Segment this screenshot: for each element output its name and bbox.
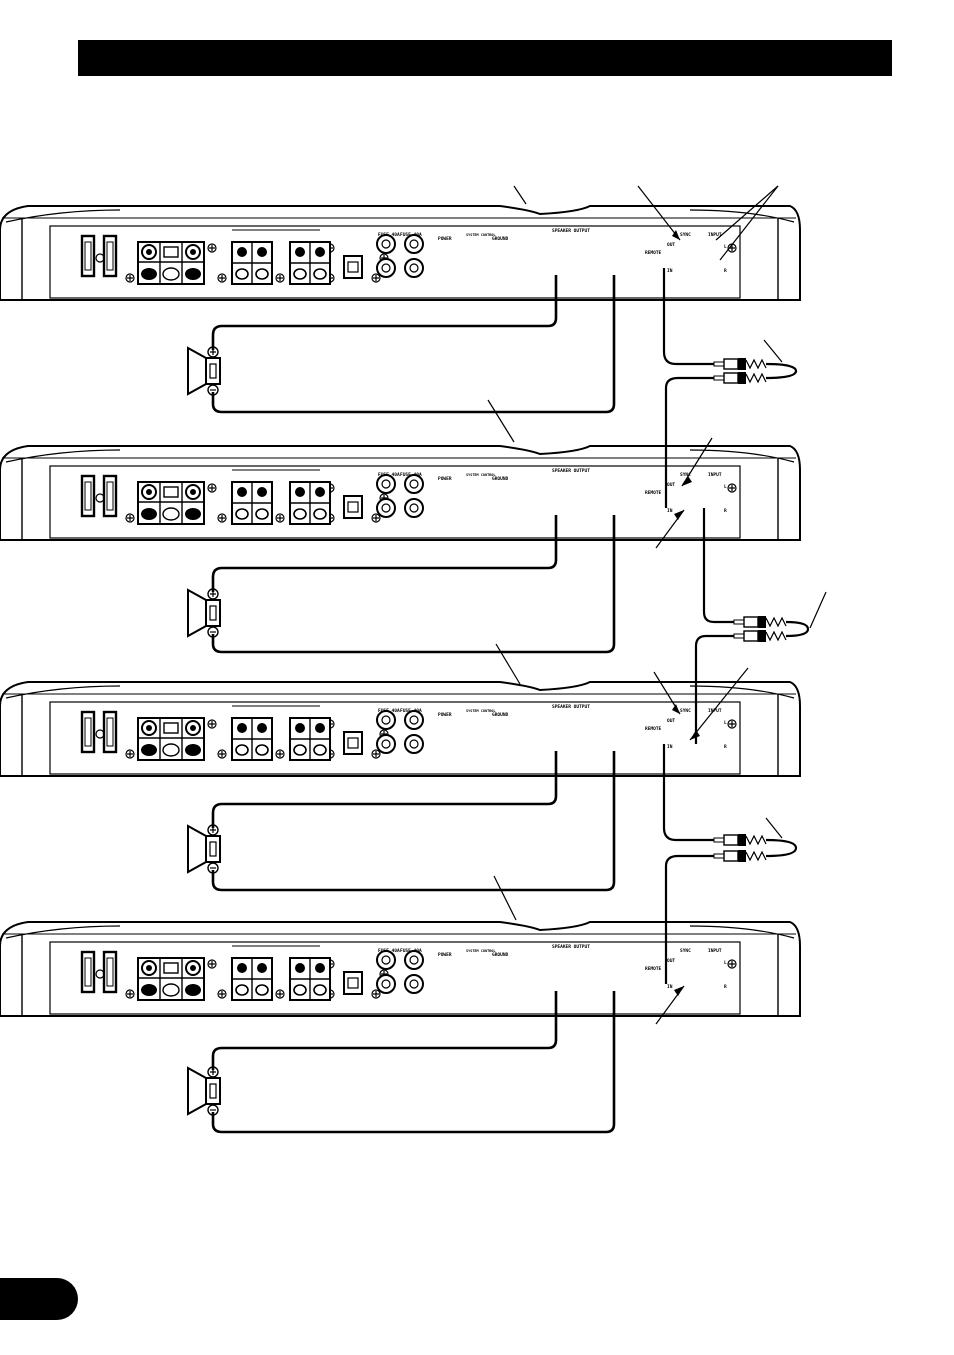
remote-label-amp2: REMOTE — [645, 490, 662, 496]
sync-label-amp4: SYNC — [680, 948, 691, 954]
sync-label-amp1: SYNC — [680, 232, 691, 238]
input-r-label-amp2: R — [724, 508, 727, 514]
sync-cable-1-loop — [765, 362, 798, 380]
input-cable-2a — [702, 508, 734, 624]
input-l-label-amp4: L — [724, 960, 727, 966]
speaker-wire-4-pos — [211, 991, 558, 1070]
input-l-label-amp2: L — [724, 484, 727, 490]
speaker-4 — [187, 1066, 221, 1116]
rca-plug-2a — [733, 615, 787, 629]
rca-plug-3a — [713, 833, 767, 847]
power-label-amp3: POWER — [438, 712, 452, 718]
sync-in-label-amp3: IN — [667, 744, 673, 750]
sync-in-label-amp2: IN — [667, 508, 673, 514]
speaker-wire-2-pos — [211, 515, 558, 592]
input-cable-2-loop — [785, 620, 810, 638]
fuse-label-amp1: FUSE 40A — [400, 232, 422, 238]
input-l-label-amp1: L — [724, 244, 727, 250]
speaker-2 — [187, 588, 221, 638]
callout-leaders — [487, 185, 827, 1025]
sync-cable-3a — [662, 744, 714, 842]
input-label-amp3: INPUT — [708, 708, 722, 714]
speaker-output-label-amp2: SPEAKER OUTPUT — [552, 468, 590, 474]
ground-label-amp2: GROUND — [492, 476, 509, 482]
power-label-amp4: POWER — [438, 952, 452, 958]
amplifier-1 — [0, 204, 802, 302]
rca-plug-2b — [733, 629, 787, 643]
sync-out-label-amp3: OUT — [667, 718, 675, 724]
input-label-amp2: INPUT — [708, 472, 722, 478]
sync-label-amp2: SYNC — [680, 472, 691, 478]
speaker-wire-3-neg — [211, 751, 616, 892]
rca-plug-1a — [713, 357, 767, 371]
remote-label-amp1: REMOTE — [645, 250, 662, 256]
sync-cable-1a — [662, 268, 714, 366]
fuse-label-amp4: FUSE 40A — [378, 948, 400, 954]
sync-out-label-amp2: OUT — [667, 482, 675, 488]
speaker-1 — [187, 346, 221, 396]
ground-label-amp1: GROUND — [492, 236, 509, 242]
speaker-wire-1-neg — [211, 275, 616, 414]
sync-label-amp3: SYNC — [680, 708, 691, 714]
ground-label-amp4: GROUND — [492, 952, 509, 958]
fuse-label-amp2: FUSE 40A — [400, 472, 422, 478]
system-control-label-amp1: SYSTEM CONTROL — [466, 233, 496, 237]
input-r-label-amp4: R — [724, 984, 727, 990]
speaker-output-label-amp1: SPEAKER OUTPUT — [552, 228, 590, 234]
section-header-bar — [78, 40, 892, 76]
speaker-wire-3-pos — [211, 751, 558, 828]
rca-plug-1b — [713, 371, 767, 385]
ground-label-amp3: GROUND — [492, 712, 509, 718]
speaker-3 — [187, 824, 221, 874]
input-l-label-amp3: L — [724, 720, 727, 726]
speaker-wire-1-pos — [211, 275, 558, 350]
rca-plug-3b — [713, 849, 767, 863]
input-r-label-amp3: R — [724, 744, 727, 750]
remote-label-amp4: REMOTE — [645, 966, 662, 972]
sync-cable-3b — [664, 854, 714, 984]
sync-in-label-amp4: IN — [667, 984, 673, 990]
speaker-output-label-amp3: SPEAKER OUTPUT — [552, 704, 590, 710]
page-number-tab — [0, 1278, 78, 1320]
input-label-amp1: INPUT — [708, 232, 722, 238]
sync-out-label-amp4: OUT — [667, 958, 675, 964]
system-control-label-amp2: SYSTEM CONTROL — [466, 473, 496, 477]
speaker-wire-4-neg — [211, 991, 616, 1134]
remote-label-amp3: REMOTE — [645, 726, 662, 732]
fuse-label-amp4: FUSE 40A — [400, 948, 422, 954]
amplifier-2 — [0, 444, 802, 542]
fuse-label-amp2: FUSE 40A — [378, 472, 400, 478]
sync-in-label-amp1: IN — [667, 268, 673, 274]
input-r-label-amp1: R — [724, 268, 727, 274]
fuse-label-amp3: FUSE 40A — [400, 708, 422, 714]
system-control-label-amp4: SYSTEM CONTROL — [466, 949, 496, 953]
amplifier-4 — [0, 920, 802, 1018]
amplifier-3 — [0, 680, 802, 778]
input-label-amp4: INPUT — [708, 948, 722, 954]
power-label-amp2: POWER — [438, 476, 452, 482]
fuse-label-amp1: FUSE 40A — [378, 232, 400, 238]
fuse-label-amp3: FUSE 40A — [378, 708, 400, 714]
sync-cable-3-loop — [765, 838, 798, 858]
input-cable-2b — [694, 634, 734, 744]
power-label-amp1: POWER — [438, 236, 452, 242]
sync-out-label-amp1: OUT — [667, 242, 675, 248]
page-number — [0, 1290, 20, 1307]
speaker-output-label-amp4: SPEAKER OUTPUT — [552, 944, 590, 950]
speaker-wire-2-neg — [211, 515, 616, 654]
system-control-label-amp3: SYSTEM CONTROL — [466, 709, 496, 713]
sync-cable-1b — [664, 376, 714, 508]
